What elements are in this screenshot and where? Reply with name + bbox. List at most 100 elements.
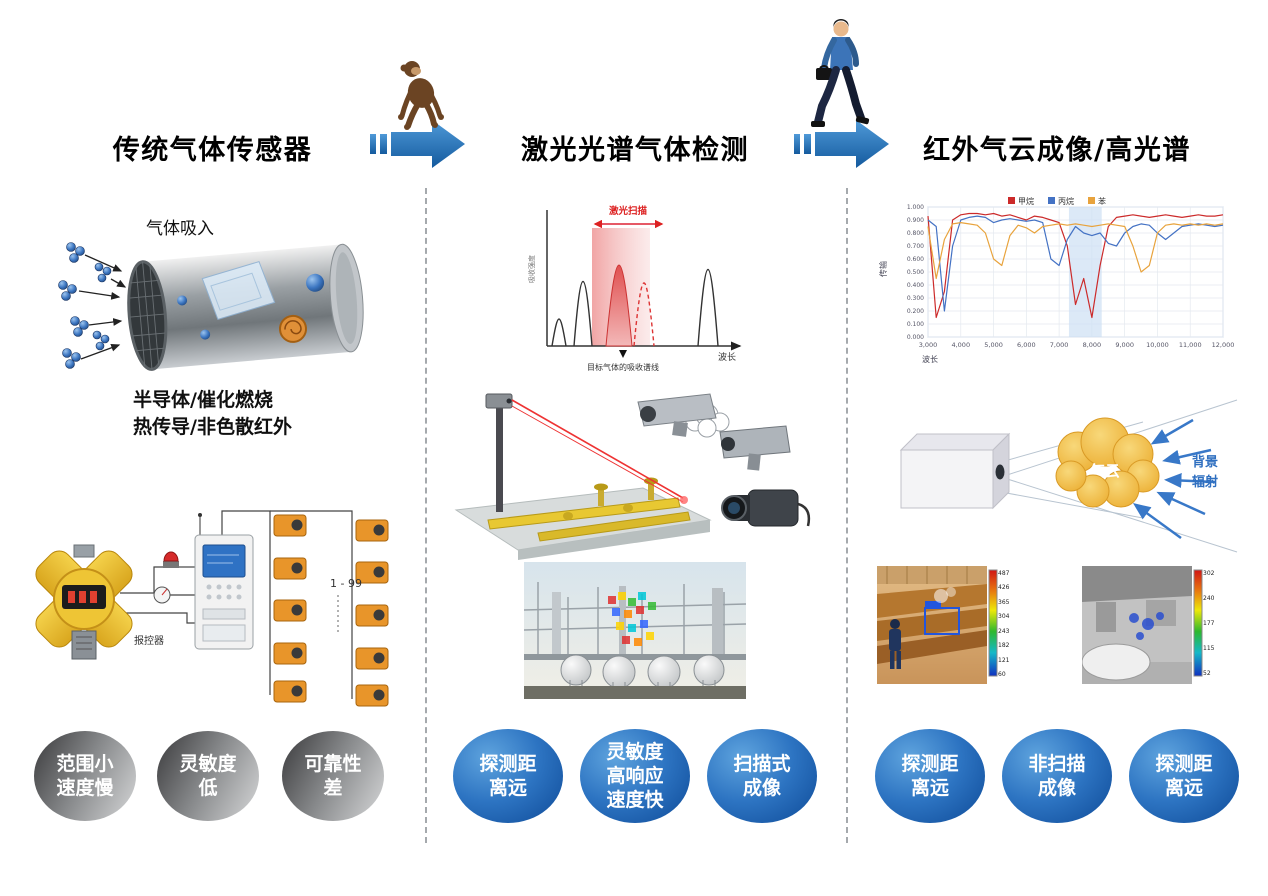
worker-silhouette [889, 619, 901, 669]
sensor-cylinder [127, 243, 364, 371]
gas-cloud-imaging-diagram: 气云 背景 辐射 [899, 399, 1238, 553]
y-tick-label: 0.800 [907, 230, 924, 237]
absorption-peaks [551, 269, 719, 347]
column-separator-2 [846, 188, 848, 843]
x-axis-title: 波长 [922, 354, 938, 364]
x-tick-label: 9,000 [1115, 341, 1134, 349]
thermal-colorbar [988, 569, 998, 677]
imaging-camera [721, 489, 811, 527]
badge-line: 成像 [1037, 777, 1076, 799]
svg-text:115: 115 [1203, 645, 1215, 652]
target-gas-peak [605, 264, 633, 347]
laser-pole [485, 393, 513, 512]
gas-inhale-label: 气体吸入 [146, 219, 214, 239]
x-tick-label: 11,000 [1179, 341, 1202, 349]
gas-detector-device [35, 544, 133, 660]
arrow-right-1 [370, 120, 465, 168]
column-title-laser: 激光光谱气体检测 [521, 135, 749, 166]
gas-molecules [58, 242, 112, 369]
svg-text:304: 304 [998, 613, 1010, 620]
radiation-label-line1: 背景 [1192, 454, 1218, 470]
svg-text:52: 52 [1203, 670, 1211, 677]
badge-line: 速度慢 [56, 777, 114, 799]
series-line-丙烷 [927, 215, 1224, 312]
laser-beam [511, 399, 688, 504]
badge-line: 离远 [488, 777, 527, 799]
x-tick-label: 6,000 [1017, 341, 1036, 349]
advantage-badge-distance-ir: 探测距 离远 [875, 729, 985, 823]
target-marker [619, 350, 627, 358]
x-tick-label: 12,000 [1212, 341, 1234, 349]
limitation-badge-range: 范围小 速度慢 [34, 731, 136, 821]
camera-cable [797, 502, 811, 527]
badge-line: 速度快 [606, 789, 664, 811]
sensor-tech-line2: 热传导/非色散红外 [133, 416, 292, 438]
limitation-badge-sensitivity: 灵敏度 低 [157, 731, 259, 821]
badge-line: 成像 [742, 777, 781, 799]
svg-text:182: 182 [998, 642, 1010, 649]
svg-text:60: 60 [998, 671, 1006, 678]
badge-line: 离远 [910, 777, 949, 799]
svg-text:121: 121 [998, 657, 1010, 664]
y-tick-label: 0.000 [907, 334, 924, 341]
refinery-photo [524, 562, 746, 699]
sensor-tech-line1: 半导体/催化燃烧 [133, 389, 273, 411]
gas-cloud-label: 气云 [1089, 462, 1120, 480]
legend-label-benzene: 苯 [1098, 196, 1106, 206]
radiation-label-line2: 辐射 [1192, 474, 1218, 490]
remote-detectors [273, 514, 389, 707]
sensor-tech-text: 半导体/催化燃烧 热传导/非色散红外 [133, 387, 292, 441]
svg-text:240: 240 [1203, 595, 1215, 602]
badge-line: 可靠性 [304, 753, 362, 775]
gas-sensor-illustration [58, 242, 364, 371]
controller-label: 报控器 [134, 634, 164, 647]
advantage-badge-sensitivity: 灵敏度 高响应 速度快 [580, 729, 690, 823]
svg-text:243: 243 [998, 628, 1010, 635]
y-tick-label: 0.300 [907, 295, 924, 302]
thermal-image-right: 302 240 177 115 52 [1082, 566, 1215, 684]
pipe-row-3 [877, 630, 987, 664]
highlight-band [1068, 207, 1102, 337]
x-tick-label: 10,000 [1146, 341, 1169, 349]
handheld-detector-2 [719, 425, 791, 471]
detection-box-tag [925, 601, 941, 608]
background-radiation-arrows [1132, 418, 1216, 540]
svg-text:365: 365 [998, 599, 1010, 606]
arrow-right-2 [794, 120, 889, 168]
y-tick-label: 0.700 [907, 243, 924, 250]
y-tick-label: 0.600 [907, 256, 924, 263]
badge-line: 扫描式 [733, 753, 791, 775]
badge-line: 灵敏度 [179, 753, 237, 775]
laser-field-illustration [454, 393, 811, 560]
gas-detection-blobs [1129, 612, 1164, 640]
laser-scan-label: 激光扫描 [609, 205, 648, 217]
target-line-label: 目标气体的吸收谱线 [587, 362, 659, 372]
detection-box-overlay [924, 607, 960, 635]
badge-line: 离远 [1164, 777, 1203, 799]
y-axis-title: 传输 [878, 261, 888, 277]
thermal-colorbar [1193, 569, 1203, 677]
badge-line: 高响应 [606, 765, 664, 787]
network-wires [120, 510, 353, 699]
advantage-badge-distance: 探测距 离远 [453, 729, 563, 823]
advantage-badge-nonscan-imaging: 非扫描 成像 [1002, 729, 1112, 823]
y-tick-label: 0.100 [907, 321, 924, 328]
series-line-甲烷 [927, 212, 1224, 319]
walking-person-icon [811, 19, 870, 127]
thermal-image-left: 487 426 365 304 243 182 121 60 [877, 566, 1010, 684]
svg-text:177: 177 [1203, 620, 1215, 627]
svg-text:426: 426 [998, 584, 1010, 591]
y-tick-label: 0.400 [907, 282, 924, 289]
detector-count: 1 - 99 [330, 577, 362, 590]
laser-y-axis-label: 吸收强度 [527, 255, 536, 283]
badge-line: 探测距 [479, 753, 537, 775]
gas-flow-arrows [78, 254, 127, 360]
legend-swatch-benzene [1088, 197, 1095, 204]
gas-cloud [1055, 417, 1160, 508]
x-tick-label: 5,000 [984, 341, 1003, 349]
legend-swatch-methane [1008, 197, 1015, 204]
monkey-icon [398, 61, 444, 130]
gas-imaging-overlay [608, 592, 656, 646]
badge-line: 范围小 [56, 753, 114, 775]
